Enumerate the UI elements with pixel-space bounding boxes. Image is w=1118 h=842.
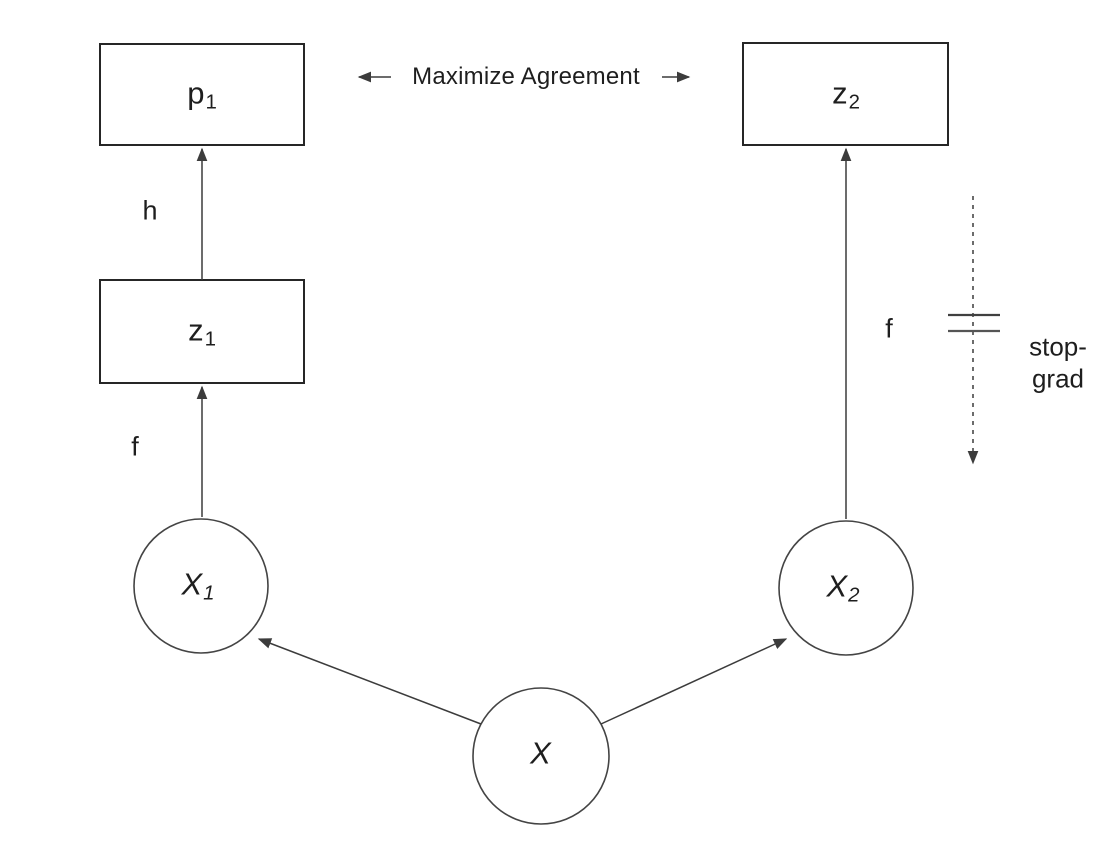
box-label-z2-subscript: 2 xyxy=(848,90,860,114)
circle-x1 xyxy=(133,518,269,654)
arrow-x-to-x2 xyxy=(600,638,788,725)
box-label-p1: p1 xyxy=(187,75,217,113)
box-label-z2-main: z xyxy=(832,75,848,111)
circle-label-x1-subscript: 1 xyxy=(203,581,215,605)
circle-label-x2-main: X xyxy=(826,568,848,604)
edge-label-f-right: f xyxy=(885,313,893,344)
circle-label-x1-main: X xyxy=(181,566,203,602)
stop-grad-label-line1: stop- xyxy=(1029,331,1087,362)
box-label-z1-main: z xyxy=(188,312,204,348)
box-p1 xyxy=(99,43,305,146)
circle-label-x1: X1 xyxy=(181,566,214,604)
arrow-x-to-x1 xyxy=(257,638,482,725)
edge-label-f-left: f xyxy=(131,431,139,462)
circle-label-x: X xyxy=(530,738,552,769)
box-label-p1-subscript: 1 xyxy=(205,90,217,114)
edge-label-h: h xyxy=(142,195,158,226)
stop-grad-label: stop- grad xyxy=(1029,331,1087,394)
circle-label-x2-subscript: 2 xyxy=(848,583,860,607)
box-label-z2: z2 xyxy=(832,75,860,113)
box-label-z1-subscript: 1 xyxy=(204,327,216,351)
circle-x2 xyxy=(778,520,914,656)
circle-label-x2: X2 xyxy=(826,568,859,606)
maximize-agreement-label: Maximize Agreement xyxy=(412,63,640,90)
box-label-p1-main: p xyxy=(187,75,205,111)
box-z2 xyxy=(742,42,949,146)
circle-x xyxy=(472,687,610,825)
box-label-z1: z1 xyxy=(188,312,216,350)
stop-grad-label-line2: grad xyxy=(1031,363,1085,393)
circle-label-x-main: X xyxy=(530,735,551,771)
